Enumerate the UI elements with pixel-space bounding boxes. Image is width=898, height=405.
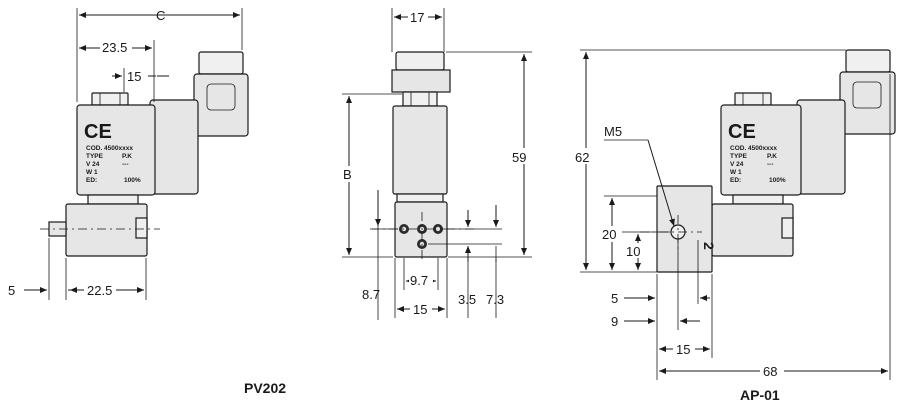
svg-text:15: 15 [127,69,141,84]
svg-text:M5: M5 [604,124,622,139]
svg-text:5: 5 [611,291,618,306]
svg-text:7.3: 7.3 [486,292,504,307]
svg-text:C: C [156,8,165,23]
svg-text:68: 68 [763,364,777,379]
svg-text:TYPE: TYPE [86,153,104,160]
svg-text:P.K: P.K [767,153,777,160]
svg-text:CE: CE [728,121,756,143]
svg-text:W 1: W 1 [86,169,98,176]
svg-text:59: 59 [512,150,526,165]
caption-pv202: PV202 [244,380,286,396]
svg-text:9.7: 9.7 [410,273,428,288]
svg-text:10: 10 [626,244,640,259]
svg-text:15: 15 [413,302,427,317]
svg-text:22.5: 22.5 [87,283,112,298]
svg-text:100%: 100% [769,177,786,184]
svg-text:23.5: 23.5 [102,40,127,55]
svg-text:W 1: W 1 [730,169,742,176]
svg-text:B: B [343,167,352,182]
svg-text:17: 17 [410,10,424,25]
svg-text:ED:: ED: [86,177,97,184]
label-plate: CE COD. 4500xxxx TYPE V 24 W 1 ED: P.K -… [84,121,141,184]
svg-text:20: 20 [602,227,616,242]
svg-text:100%: 100% [124,177,141,184]
svg-text:COD. 4500xxxx: COD. 4500xxxx [86,145,133,152]
caption-ap01: AP-01 [740,387,780,403]
pv202-side-view: CE COD. 4500xxxx TYPE V 24 W 1 ED: P.K -… [8,8,249,300]
svg-text:CE: CE [84,121,112,143]
svg-text:5: 5 [8,283,15,298]
svg-text:ED:: ED: [730,177,741,184]
svg-text:---: --- [767,161,774,168]
svg-text:---: --- [122,161,129,168]
svg-text:COD. 4500xxxx: COD. 4500xxxx [730,145,777,152]
label-plate-ap01: CE COD. 4500xxxx TYPE V 24 W 1 ED: P.K -… [728,121,786,184]
svg-text:15: 15 [676,342,690,357]
svg-text:62: 62 [575,150,589,165]
svg-text:TYPE: TYPE [730,153,748,160]
svg-text:3.5: 3.5 [458,292,476,307]
ap01-side-view: CE COD. 4500xxxx TYPE V 24 W 1 ED: P.K -… [575,49,896,380]
svg-text:P.K: P.K [122,153,132,160]
svg-text:V 24: V 24 [730,161,744,168]
svg-text:9: 9 [611,314,618,329]
pv202-front-view: 17 59 B 9.7 8.7 15 3.5 7.3 [342,8,536,320]
svg-text:8.7: 8.7 [362,287,380,302]
port-mark: 2 [701,242,717,250]
svg-text:V 24: V 24 [86,161,100,168]
